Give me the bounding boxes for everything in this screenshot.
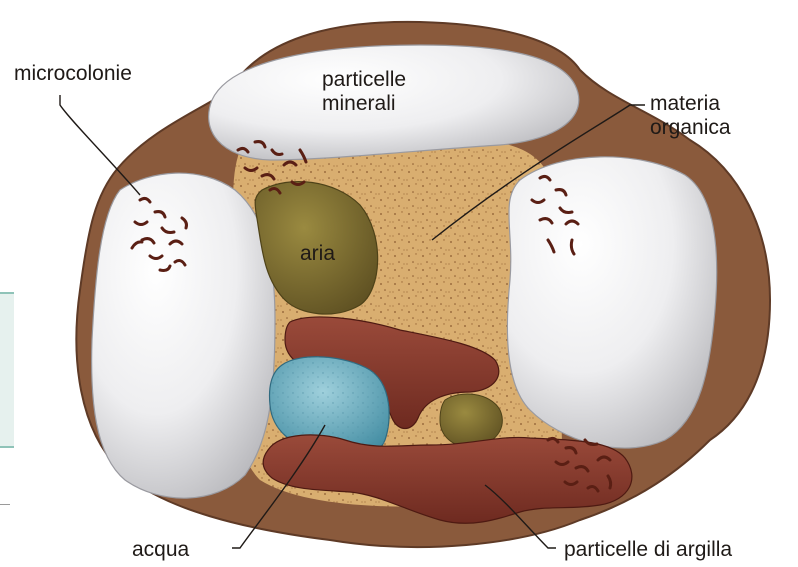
label-aria: aria	[300, 242, 335, 266]
mineral-particle-left	[92, 173, 275, 498]
label-particelle-di-argilla: particelle di argilla	[564, 538, 732, 562]
label-acqua: acqua	[132, 538, 189, 562]
mineral-particle-right	[507, 157, 716, 448]
label-microcolonie: microcolonie	[14, 62, 132, 86]
label-particelle-minerali: particelle minerali	[322, 68, 406, 116]
label-materia-organica: materia organica	[650, 92, 731, 140]
